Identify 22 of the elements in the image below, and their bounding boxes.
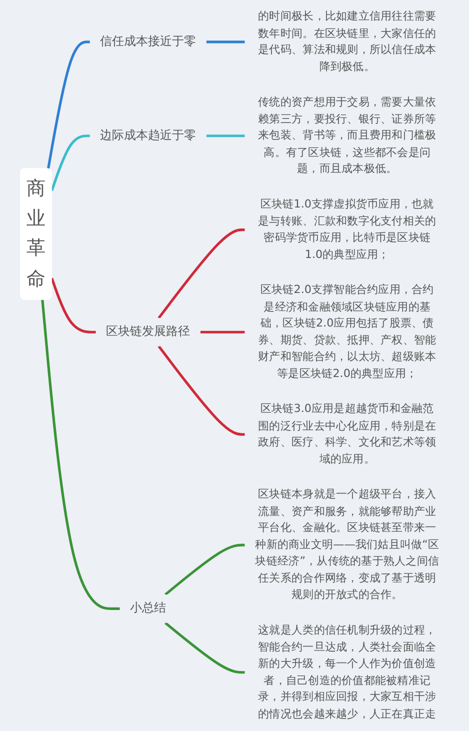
connector [40,300,120,610]
node-text: 边际成本趋近于零 [100,128,196,142]
node-text: 的时间极长，比如建立信用往往需要数年时间。在区块链里，大家信任的是代码、算法和规则，所以信任成本降到极低。 [258,10,436,74]
connector [164,544,244,596]
node-text: 区块链发展路径 [106,324,190,339]
connector [50,278,96,334]
connector [206,40,244,44]
connector [206,134,244,138]
connector [157,228,244,319]
node-text: 区块链2.0支撑智能合约应用，合约是经济和金融领域区块链应用的基础，区块链2.0应用包括了股票、债券、期货、贷款、抵押、产权、智能财产和智能合约，以太坊、超级账本等是区块链2.0的典型应用； [258,284,436,380]
node-text: 传统的资产想用于交易，需要大量依赖第三方，要投行、银行、证券所等来包装、背书等，而且费用和门槛极高。有了区块链，这些都不会是问题，而且成本极低。 [258,96,436,176]
node-text: 信任成本接近于零 [100,34,196,48]
connector [164,622,244,674]
connector [200,330,244,334]
node-text: 这就是人类的信任机制升级的过程，智能合约一旦达成，人类社会面临全新的大升级，每一个人作为价值创造者，自己创造的价值都能被精准记录，并得到相应回报，大家互相干涉的情况也会越来越少，人正在真正走 [258,624,436,720]
connector [157,345,244,436]
node-text: 小总结 [130,601,166,616]
node-text: 区块链本身就是一个超级平台，接入流量、资产和服务，就能够帮助产业平台化、金融化。区块链甚至带来一种新的商业文明——我们姑且叫做“区块链经济”，从传统的基于熟人之间信任关系的合作网络，变成了基于透明规则的开放式的合作。 [254,488,439,602]
connector [50,134,90,192]
node-text: 区块链1.0支撑虚拟货币应用，也就是与转账、汇款和数字化支付相关的密码学货币应用，比特币是区块链1.0的典型应用； [258,198,436,262]
node-text: 区块链3.0应用是超越货币和金融范围的泛行业去中心化应用，特别是在政府、医疗、科学、文化和艺术等领域的应用。 [258,402,436,466]
connector [46,40,90,170]
